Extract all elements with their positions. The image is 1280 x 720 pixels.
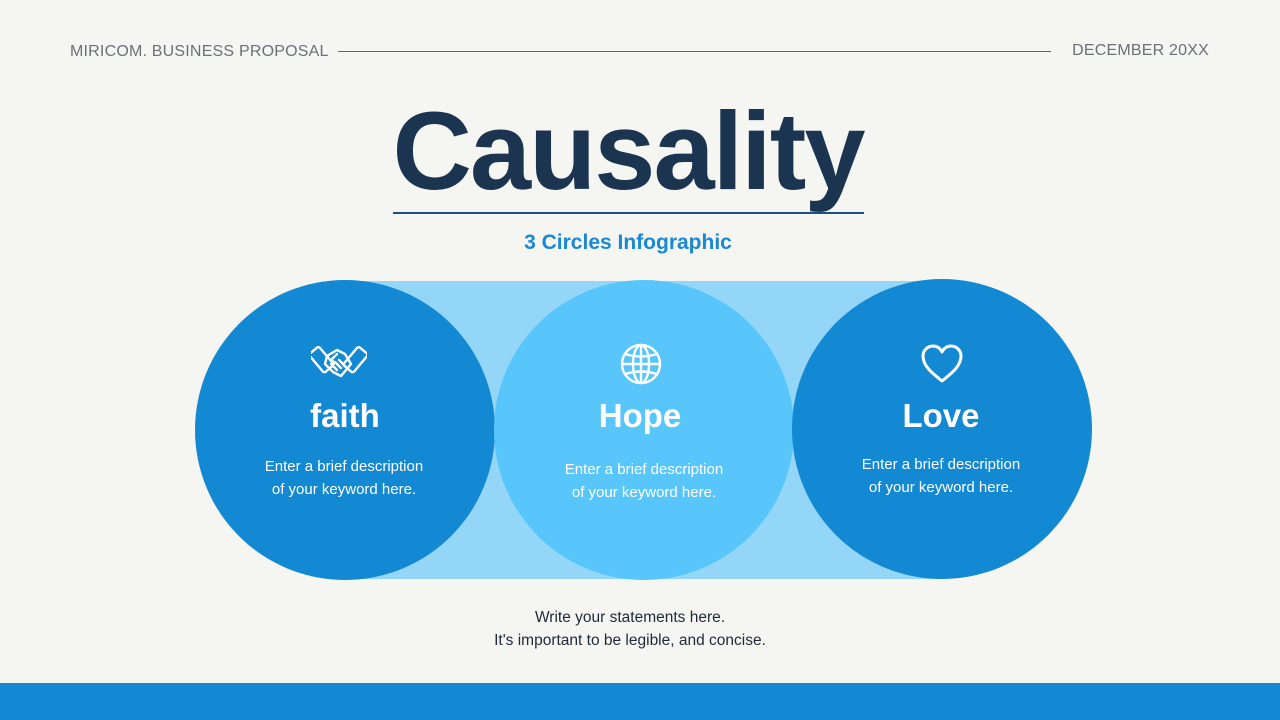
footer-bar [0,683,1280,720]
circle-hope [494,280,794,580]
header-left-text: MIRICOM. BUSINESS PROPOSAL [70,43,329,60]
circle-desc-love: Enter a brief description of your keywor… [791,453,1091,499]
page-subtitle: 3 Circles Infographic [524,231,732,254]
circle-desc-hope-line2: of your keyword here. [571,484,717,501]
handshake-icon [311,338,367,386]
statement-line2: It's important to be legible, and concis… [494,632,766,649]
circle-desc-hope-line1: Enter a brief description [564,461,724,478]
circle-desc-love-line2: of your keyword here. [868,479,1014,496]
circle-faith [195,280,495,580]
title-underline [393,212,864,214]
globe-icon [613,340,669,388]
heart-icon [914,340,970,388]
statement-text: Write your statements here. It's importa… [0,606,1260,652]
circle-desc-hope: Enter a brief description of your keywor… [494,458,794,504]
circle-desc-love-line1: Enter a brief description [861,456,1021,473]
circle-desc-faith-line2: of your keyword here. [271,481,417,498]
page-title: Causality [392,90,865,213]
circle-label-faith: faith [310,397,380,434]
circle-label-love: Love [902,397,980,434]
circle-desc-faith: Enter a brief description of your keywor… [194,455,494,501]
header-date: DECEMBER 20XX [1072,42,1209,59]
statement-line1: Write your statements here. [534,609,726,626]
circle-desc-faith-line1: Enter a brief description [264,458,424,475]
circle-label-hope: Hope [598,397,682,434]
header-divider [338,51,1051,52]
circle-love [792,279,1092,579]
